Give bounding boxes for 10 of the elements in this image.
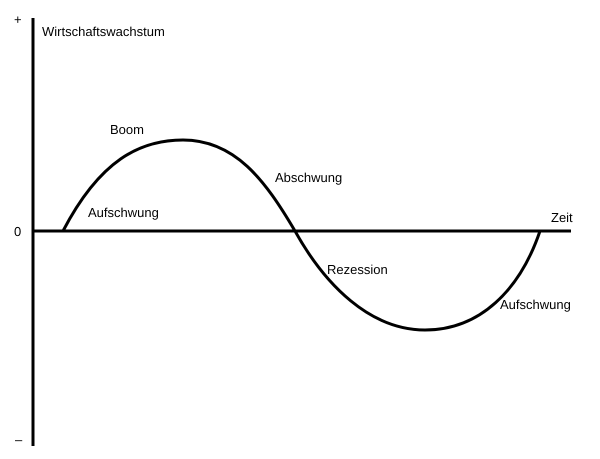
- axis-title: Zeit: [551, 210, 573, 225]
- phase-label: Boom: [110, 122, 144, 137]
- phase-label: Aufschwung: [88, 205, 159, 220]
- phase-label: Rezession: [327, 262, 388, 277]
- axis-sign: +: [14, 12, 22, 27]
- axis-title: Wirtschaftswachstum: [42, 24, 165, 39]
- axis-sign: –: [15, 432, 22, 447]
- axis-tick-label: 0: [14, 224, 22, 239]
- phase-label: Abschwung: [275, 170, 342, 185]
- phase-label: Aufschwung: [500, 297, 571, 312]
